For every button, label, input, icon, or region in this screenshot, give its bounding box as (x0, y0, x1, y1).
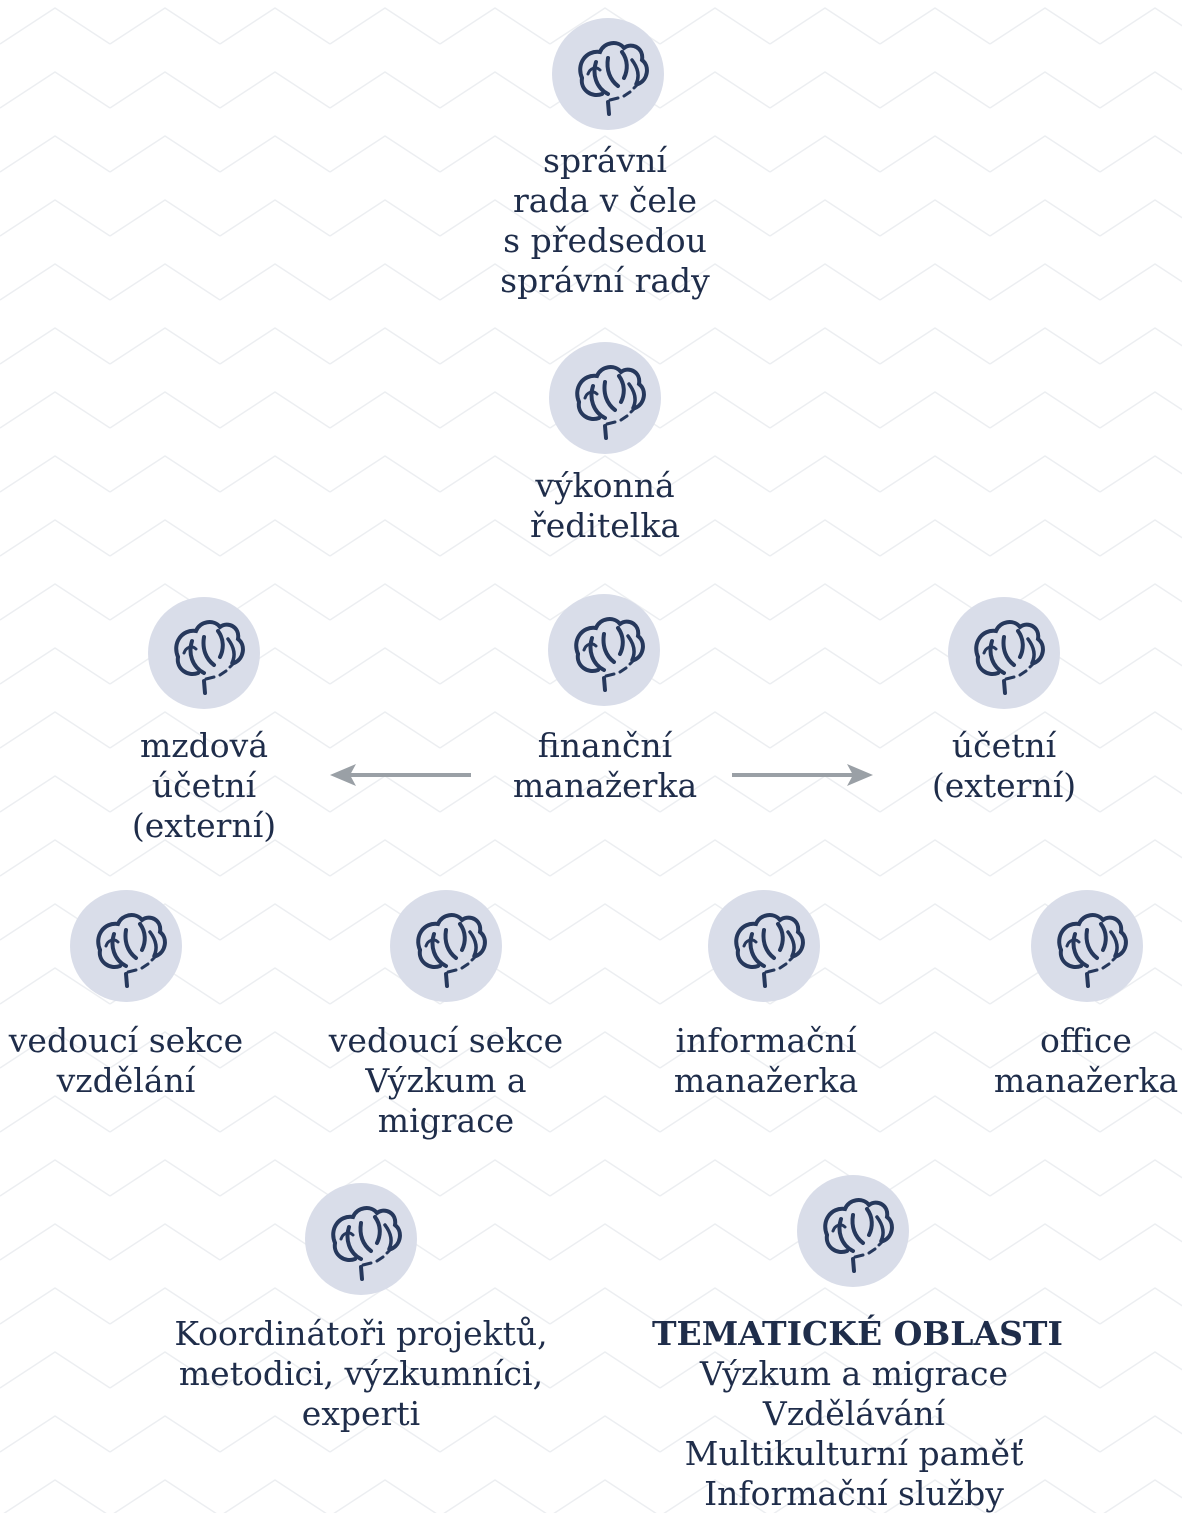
board-line: s předsedou (503, 221, 707, 260)
director-label: výkonná ředitelka (460, 466, 750, 546)
flower-icon (70, 890, 182, 1002)
coordinators-line: metodici, výzkumníci, (178, 1354, 544, 1393)
office-manager-line: manažerka (993, 1061, 1179, 1100)
board-label: správní rada v čele s předsedou správní … (460, 141, 750, 301)
payroll-line: mzdová (140, 726, 268, 765)
flower-icon (948, 597, 1060, 709)
research-head-line: Výzkum a (365, 1061, 527, 1100)
education-head-label: vedoucí sekce vzdělání (2, 1021, 250, 1101)
board-line: správní (543, 141, 667, 180)
flower-icon (1031, 890, 1143, 1002)
flower-icon (148, 597, 260, 709)
accountant-label: účetní (externí) (884, 726, 1124, 806)
director-line: výkonná (535, 466, 675, 505)
education-head-line: vzdělání (56, 1061, 196, 1100)
info-manager-line: manažerka (673, 1061, 859, 1100)
payroll-line: účetní (151, 766, 257, 805)
board-line: správní rady (500, 261, 710, 300)
flower-icon (549, 342, 661, 454)
info-manager-label: informační manažerka (642, 1021, 890, 1101)
info-manager-line: informační (675, 1021, 857, 1060)
flower-icon (548, 594, 660, 706)
finance-line: finanční (537, 726, 673, 765)
arrow-left (330, 764, 471, 786)
arrow-right (732, 764, 873, 786)
thematic-line: Multikulturní paměť (684, 1434, 1024, 1473)
coordinators-label: Koordinátoři projektů, metodici, výzkumn… (160, 1314, 562, 1434)
finance-line: manažerka (512, 766, 698, 805)
thematic-heading: TEMATICKÉ OBLASTI (652, 1314, 1063, 1353)
thematic-line: Výzkum a migrace (699, 1354, 1009, 1393)
office-manager-line: office (1040, 1021, 1132, 1060)
finance-label: finanční manažerka (480, 726, 730, 806)
research-head-line: vedoucí sekce (328, 1021, 564, 1060)
research-head-label: vedoucí sekce Výzkum a migrace (322, 1021, 570, 1141)
accountant-line: (externí) (931, 766, 1077, 805)
flower-icon (708, 890, 820, 1002)
payroll-line: (externí) (131, 806, 277, 845)
accountant-line: účetní (951, 726, 1057, 765)
office-manager-label: office manažerka (992, 1021, 1180, 1101)
coordinators-line: Koordinátoři projektů, (174, 1314, 548, 1353)
research-head-line: migrace (377, 1101, 515, 1140)
director-line: ředitelka (530, 506, 680, 545)
thematic-label: TEMATICKÉ OBLASTI Výzkum a migrace Vzděl… (652, 1314, 1063, 1514)
flower-icon (390, 890, 502, 1002)
payroll-label: mzdová účetní (externí) (84, 726, 324, 846)
flower-icon (552, 18, 664, 130)
flower-icon (797, 1175, 909, 1287)
thematic-line: Vzdělávání (762, 1394, 946, 1433)
thematic-line: Informační služby (704, 1474, 1004, 1513)
flower-icon (305, 1183, 417, 1295)
coordinators-line: experti (301, 1394, 421, 1433)
education-head-line: vedoucí sekce (8, 1021, 244, 1060)
board-line: rada v čele (513, 181, 697, 220)
